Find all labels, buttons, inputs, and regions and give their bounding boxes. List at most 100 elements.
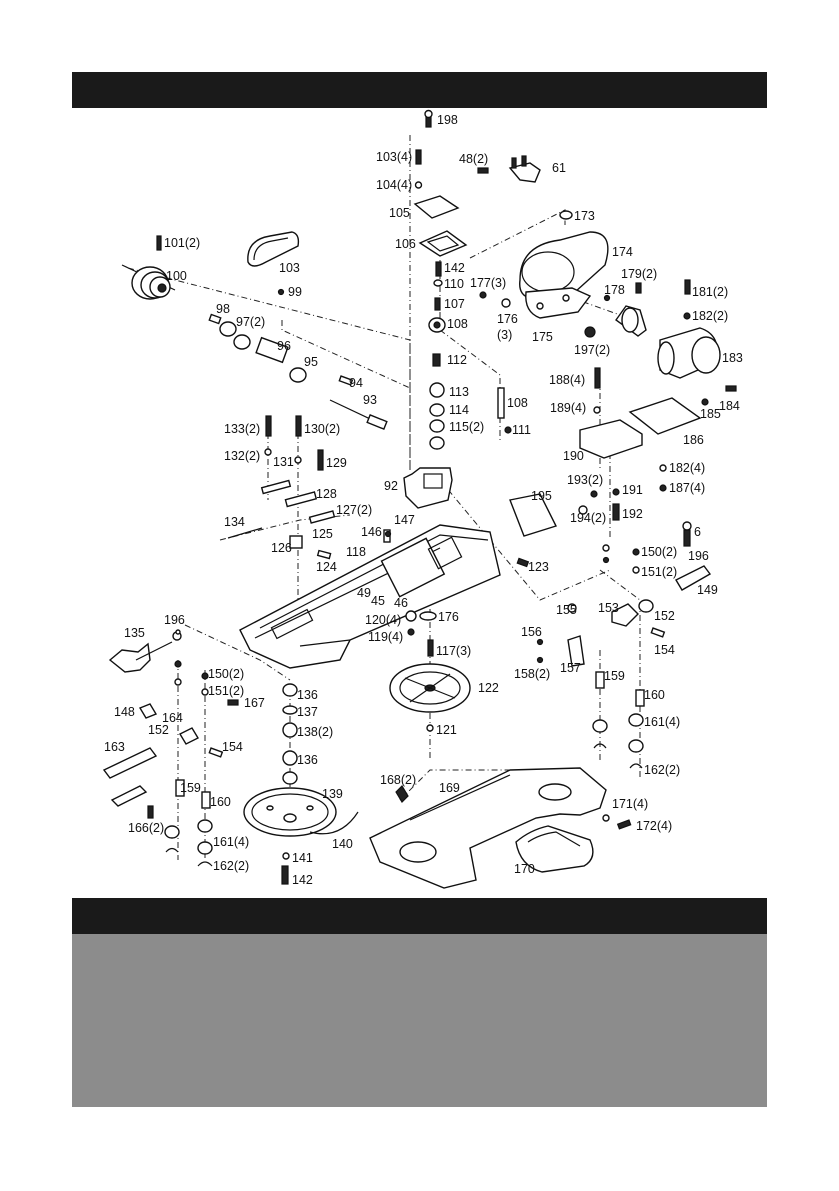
label-141: 141	[292, 851, 313, 865]
label-104-4: 104(4)	[376, 178, 412, 192]
label-121: 121	[436, 723, 457, 737]
upper-arm-guides	[227, 415, 336, 560]
footer-bar	[72, 898, 767, 934]
label-118: 118	[346, 545, 366, 559]
label-159a: 159	[604, 669, 625, 683]
label-105: 105	[389, 206, 410, 220]
label-131: 131	[273, 455, 294, 469]
label-187-4: 187(4)	[669, 481, 705, 495]
label-166-2: 166(2)	[128, 821, 164, 835]
label-122: 122	[478, 681, 499, 695]
label-108a: 108	[447, 317, 468, 331]
label-154a: 154	[654, 643, 675, 657]
label-61: 61	[552, 161, 566, 175]
label-171-4: 171(4)	[612, 797, 648, 811]
label-134: 134	[224, 515, 245, 529]
label-92: 92	[384, 479, 398, 493]
label-193-2: 193(2)	[567, 473, 603, 487]
label-181-2: 181(2)	[692, 285, 728, 299]
top-cover-group	[413, 109, 468, 257]
label-196b: 196	[164, 613, 185, 627]
label-113: 113	[449, 385, 469, 399]
label-185: 185	[700, 407, 721, 421]
label-186: 186	[683, 433, 704, 447]
label-157: 157	[560, 661, 581, 675]
label-99: 99	[288, 285, 302, 299]
label-100: 100	[166, 269, 187, 283]
label-183: 183	[722, 351, 743, 365]
label-198: 198	[437, 113, 458, 127]
label-139: 139	[322, 787, 343, 801]
label-174: 174	[612, 245, 633, 259]
drive-pulley	[121, 235, 176, 300]
label-128: 128	[316, 487, 337, 501]
label-161-4b: 161(4)	[213, 835, 249, 849]
label-130-2: 130(2)	[304, 422, 340, 436]
label-108b: 108	[507, 396, 528, 410]
label-195: 195	[531, 489, 552, 503]
label-167: 167	[244, 696, 265, 710]
label-168-2: 168(2)	[380, 773, 416, 787]
label-136b: 136	[297, 753, 318, 767]
label-159b: 159	[180, 781, 201, 795]
label-151-2b: 151(2)	[208, 684, 244, 698]
label-49: 49	[357, 586, 371, 600]
label-158-2: 158(2)	[514, 667, 550, 681]
misc-small-parts	[175, 530, 610, 635]
label-126: 126	[271, 541, 292, 555]
label-176a-qty: (3)	[497, 328, 512, 342]
label-161-4a: 161(4)	[644, 715, 680, 729]
label-170: 170	[514, 862, 535, 876]
label-190: 190	[563, 449, 584, 463]
label-115-2: 115(2)	[449, 420, 484, 434]
label-142b: 142	[292, 873, 313, 887]
lower-wheel-stack	[243, 683, 359, 885]
label-177-3: 177(3)	[470, 276, 506, 290]
label-172-4: 172(4)	[636, 819, 672, 833]
label-45: 45	[371, 594, 385, 608]
blade-guard	[509, 488, 620, 537]
label-162-2b: 162(2)	[213, 859, 249, 873]
label-135: 135	[124, 626, 145, 640]
label-117-3: 117(3)	[436, 644, 471, 658]
label-188-4: 188(4)	[549, 373, 585, 387]
label-146: 146	[361, 525, 382, 539]
label-191: 191	[622, 483, 643, 497]
label-182-2: 182(2)	[692, 309, 728, 323]
label-192: 192	[622, 507, 643, 521]
label-160b: 160	[210, 795, 231, 809]
label-155: 155	[556, 603, 577, 617]
label-138-2: 138(2)	[297, 725, 333, 739]
label-182-4: 182(4)	[669, 461, 705, 475]
label-178: 178	[604, 283, 625, 297]
label-162-2a: 162(2)	[644, 763, 680, 777]
label-163: 163	[104, 740, 125, 754]
label-93: 93	[363, 393, 377, 407]
label-148: 148	[114, 705, 135, 719]
exploded-parts-diagram: 198 103(4) 104(4) 105 106 48(2) 61 173 1…	[72, 108, 767, 898]
label-194-2: 194(2)	[570, 511, 606, 525]
right-guide-assembly	[536, 521, 712, 769]
label-147: 147	[394, 513, 415, 527]
header-bar	[72, 72, 767, 108]
label-156: 156	[521, 625, 542, 639]
label-175: 175	[532, 330, 553, 344]
label-189-4: 189(4)	[550, 401, 586, 415]
label-125: 125	[312, 527, 333, 541]
label-95: 95	[304, 355, 318, 369]
label-164: 164	[162, 711, 183, 725]
label-110: 110	[444, 277, 464, 291]
label-149: 149	[697, 583, 718, 597]
label-184: 184	[719, 399, 740, 413]
guide-bracket	[403, 467, 453, 509]
switch-group	[477, 155, 573, 220]
label-119-4: 119(4)	[368, 630, 403, 644]
motor-group	[579, 279, 737, 492]
label-153: 153	[598, 601, 619, 615]
label-133-2: 133(2)	[224, 422, 260, 436]
label-112: 112	[447, 353, 467, 367]
footer-panel	[72, 934, 767, 1107]
center-column	[428, 261, 512, 450]
label-107: 107	[444, 297, 465, 311]
label-6: 6	[694, 525, 701, 539]
